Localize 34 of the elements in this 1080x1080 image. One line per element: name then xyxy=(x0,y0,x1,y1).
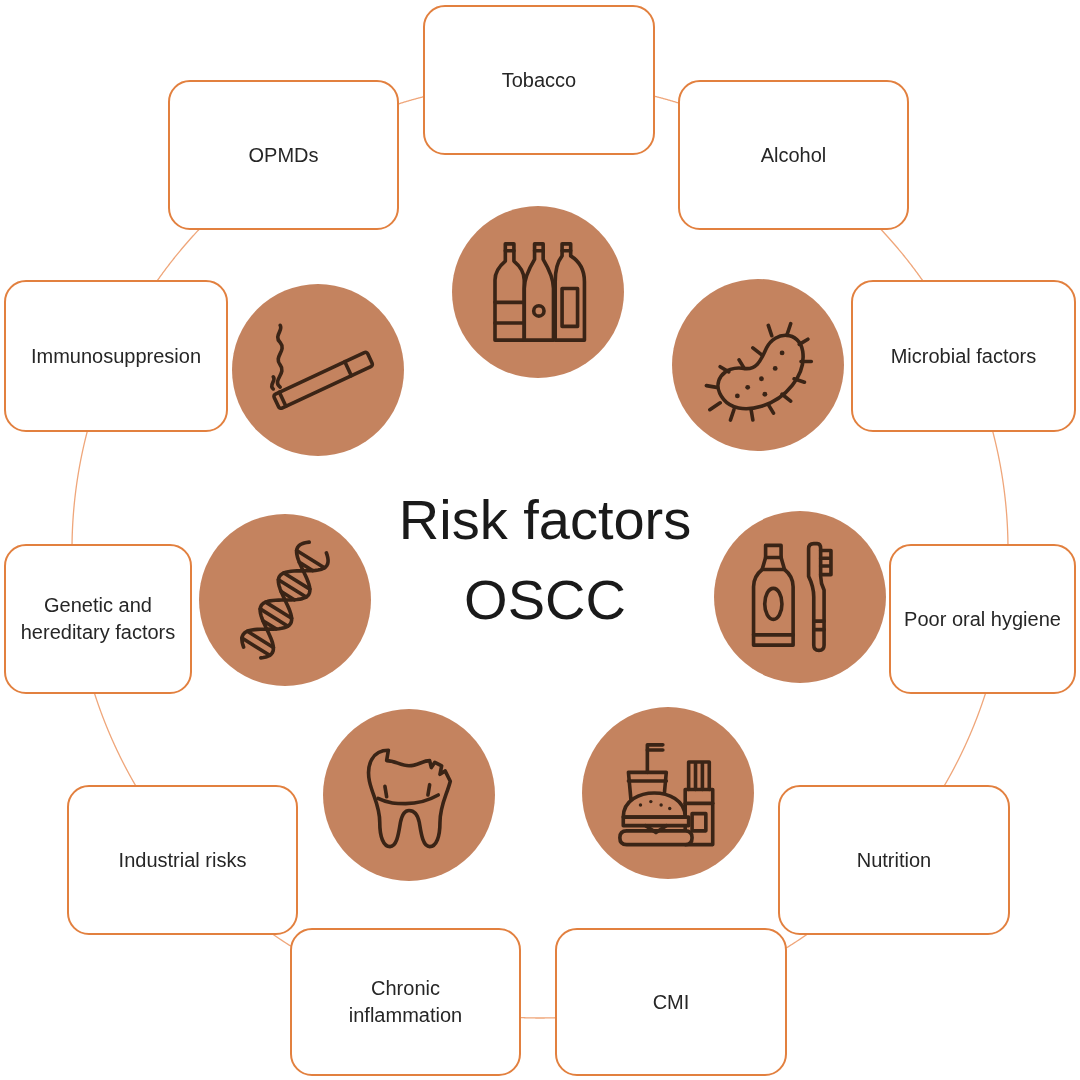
factor-box xyxy=(4,280,228,432)
factor-box xyxy=(851,280,1076,432)
factor-box xyxy=(67,785,298,935)
factor-label: Tobacco xyxy=(501,67,577,93)
factor-label: Alcohol xyxy=(760,142,827,168)
factor-box xyxy=(290,928,521,1076)
connector-line xyxy=(271,933,292,947)
factor-box xyxy=(4,544,192,694)
connector-line xyxy=(943,692,987,787)
factor-label: Chronic inflammation xyxy=(347,976,464,1028)
connector-line xyxy=(880,228,924,282)
factor-box xyxy=(678,80,909,230)
factor-box xyxy=(778,785,1010,935)
factor-label: Microbial factors xyxy=(890,343,1037,369)
factor-label: Industrial risks xyxy=(118,847,247,873)
factor-box xyxy=(423,5,655,155)
connector-line xyxy=(653,95,680,104)
factor-label: Poor oral hygiene xyxy=(904,606,1061,632)
connector-line xyxy=(71,430,88,546)
factor-label: OPMDs xyxy=(248,142,319,168)
diagram-title: Risk factors OSCC xyxy=(397,487,693,633)
connector-line xyxy=(156,228,201,282)
factor-label: Nutrition xyxy=(856,847,932,873)
connector-line xyxy=(93,692,137,787)
factor-box xyxy=(889,544,1076,694)
factor-box xyxy=(555,928,787,1076)
connector-line xyxy=(397,96,425,105)
factor-box xyxy=(168,80,399,230)
factor-label: CMI xyxy=(652,989,690,1015)
connector-line xyxy=(519,1016,557,1019)
connector-line xyxy=(992,430,1009,546)
factor-label: Immunosuppresion xyxy=(30,343,202,369)
connector-line xyxy=(785,933,809,949)
factor-label: Genetic and hereditary factors xyxy=(19,593,177,645)
